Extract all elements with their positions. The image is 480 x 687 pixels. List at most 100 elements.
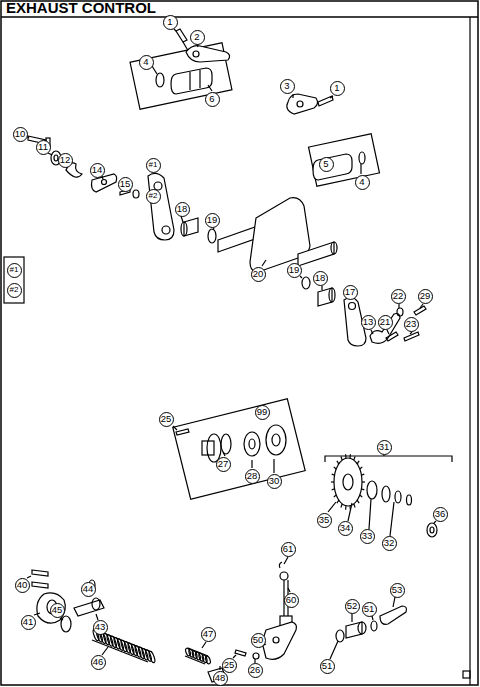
part-outline — [357, 461, 359, 464]
part-outline — [297, 101, 303, 107]
part-outline — [266, 425, 286, 455]
part-outline — [341, 504, 342, 508]
part-outline — [334, 495, 337, 497]
part-outline — [332, 474, 335, 475]
part-outline — [386, 332, 398, 341]
part-outline — [382, 486, 390, 502]
part-outline — [173, 399, 305, 499]
part-outline — [4, 257, 24, 303]
callout-number: 60 — [284, 593, 299, 608]
part-outline — [346, 622, 362, 638]
callout-number: 40 — [15, 578, 30, 593]
part-outline — [148, 173, 174, 240]
callout-number: 6 — [205, 92, 220, 107]
callout-number: 1 — [330, 81, 345, 96]
callout-number: 41 — [21, 615, 36, 630]
part-outline — [313, 154, 352, 180]
callout-number: 26 — [248, 663, 263, 678]
part-outline — [430, 527, 434, 533]
part-outline — [302, 277, 310, 289]
part-outline — [367, 481, 377, 499]
part-outline — [361, 489, 364, 490]
callout-number: 25 — [222, 658, 237, 673]
callout-number: #1 — [7, 263, 22, 278]
callout-number: 30 — [267, 474, 282, 489]
callout-number: #2 — [146, 189, 161, 204]
part-outline — [380, 606, 407, 624]
callout-number: 35 — [317, 513, 332, 528]
callout-number: 32 — [382, 536, 397, 551]
part-outline — [334, 458, 362, 506]
part-outline — [397, 308, 403, 316]
part-outline — [208, 229, 216, 243]
part-outline — [331, 454, 365, 509]
callout-number: 61 — [281, 542, 296, 557]
callout-number: 28 — [245, 469, 260, 484]
callout-number: 99 — [255, 405, 270, 420]
callout-number: 13 — [361, 315, 376, 330]
callout-number: 14 — [90, 163, 105, 178]
part-outline — [162, 226, 170, 234]
callout-number: 2 — [190, 30, 205, 45]
part-outline — [181, 222, 187, 236]
part-outline — [343, 474, 353, 490]
callout-number: 44 — [81, 582, 96, 597]
part-outline — [190, 70, 200, 90]
part-outline — [272, 434, 280, 446]
part-outline — [130, 43, 232, 109]
part-outline — [463, 671, 470, 678]
callout-number: 21 — [378, 315, 393, 330]
callout-number: 36 — [433, 507, 448, 522]
part-outline — [469, 17, 470, 685]
part-outline — [273, 637, 279, 643]
part-outline — [360, 467, 363, 469]
part-outline — [176, 29, 187, 42]
part-outline — [362, 481, 365, 482]
part-outline — [262, 622, 297, 659]
part-outline — [205, 656, 211, 665]
part-outline — [341, 457, 342, 461]
callout-number: 45 — [50, 603, 65, 618]
callout-number: 50 — [251, 633, 266, 648]
callout-number: 12 — [58, 153, 73, 168]
part-outline — [32, 582, 48, 588]
callout-number: 43 — [93, 620, 108, 635]
callout-number: 4 — [355, 175, 370, 190]
part-outline — [358, 622, 366, 634]
part-outline — [133, 190, 139, 198]
callout-number: 4 — [139, 55, 154, 70]
part-outline — [32, 570, 48, 576]
callout-number: 20 — [251, 267, 266, 282]
callout-number: 47 — [201, 627, 216, 642]
part-outline — [280, 572, 288, 580]
part-outline — [193, 51, 199, 57]
part-outline — [407, 495, 412, 505]
part-outline — [185, 648, 208, 664]
part-outline — [253, 653, 259, 659]
part-outline — [249, 439, 255, 449]
callout-number: 18 — [175, 202, 190, 217]
callout-number: 11 — [36, 140, 51, 155]
diagram-title: EXHAUST CONTROL — [6, 0, 156, 16]
part-outline — [349, 303, 356, 310]
callout-number: 48 — [213, 671, 228, 686]
callout-number: 22 — [391, 289, 406, 304]
callout-number: 19 — [205, 213, 220, 228]
part-outline — [332, 489, 335, 490]
part-outline — [298, 242, 334, 266]
callout-number: #1 — [146, 158, 161, 173]
part-outline — [279, 562, 282, 568]
part-outline — [427, 523, 437, 537]
part-outline — [329, 288, 335, 302]
callout-number: 33 — [360, 529, 375, 544]
callout-number: 3 — [280, 79, 295, 94]
part-outline — [336, 630, 344, 642]
part-outline — [360, 495, 363, 497]
part-outline — [287, 94, 318, 114]
callout-number: 5 — [319, 157, 334, 172]
part-outline — [185, 648, 211, 665]
part-outline — [357, 500, 359, 503]
